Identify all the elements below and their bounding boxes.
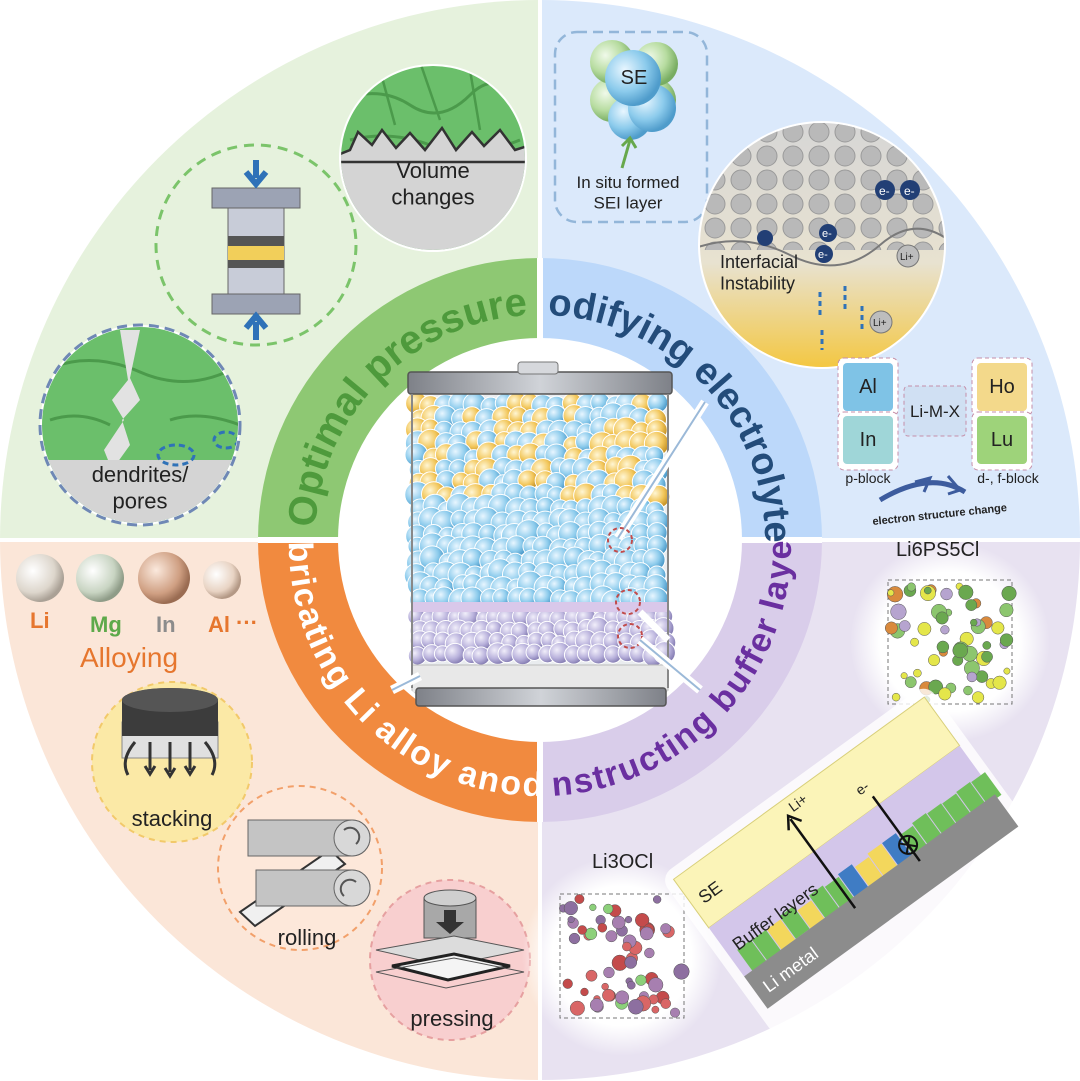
rolling-figure: rolling [217, 785, 383, 951]
li-ion-label-2: Li+ [873, 318, 887, 329]
al-label: Al [208, 612, 230, 637]
press-fixture [154, 143, 358, 347]
pressing-label: pressing [410, 1006, 493, 1031]
buffer-layer-figure: SE Buffer layers Li metal Li+ e- [665, 688, 1039, 1034]
stacking-figure: stacking [91, 681, 253, 843]
fabricating-alloy-illustrations: Li Mg In Al ··· Alloying stacking ro [16, 552, 531, 1041]
pblock-label: p-block [845, 470, 891, 486]
li-ion-label: Li+ [900, 252, 914, 263]
ho-tile: Ho [989, 376, 1015, 398]
constructing-buffer-illustrations: Li6PS5Cl Li3OCl SE Buffer layers Li meta… [522, 539, 1050, 1056]
electron-label-4: e- [818, 249, 828, 261]
in-tile: In [860, 429, 877, 451]
mg-label: Mg [90, 612, 122, 637]
battery-top-cap [407, 371, 673, 395]
dendrites-pores-label: dendrites/pores [92, 462, 190, 513]
in-label: In [156, 612, 176, 637]
stacking-label: stacking [132, 806, 213, 831]
li3ocl-crystal-figure: Li3OCl [522, 851, 722, 1056]
center-battery [338, 338, 742, 742]
dots-label: ··· [236, 610, 258, 635]
battery-bottom-cap [415, 687, 667, 707]
li3ocl-label: Li3OCl [592, 851, 653, 873]
mg-ball [76, 554, 124, 602]
electrolyte-particles [403, 391, 677, 667]
pressing-figure: pressing [369, 879, 531, 1041]
lu-tile: Lu [991, 429, 1013, 451]
li-label: Li [30, 608, 50, 633]
dfblock-label: d-, f-block [977, 470, 1039, 486]
lipscl-label: Li6PS5Cl [896, 539, 979, 561]
rolling-label: rolling [278, 925, 337, 950]
alloying-label: Alloying [80, 642, 178, 673]
li-ball [16, 554, 64, 602]
al-ball [203, 561, 241, 599]
al-tile: Al [859, 376, 877, 398]
dendrites-pores-figure: dendrites/pores [38, 323, 242, 527]
in-ball [138, 552, 190, 604]
lipscl-crystal-figure: Li6PS5Cl [850, 539, 1050, 742]
electron-label-2: e- [904, 184, 915, 198]
electron-label-3: e- [822, 228, 832, 240]
element-tiles-figure: Al In Li-M-X Ho Lu p-block d-, f-block e… [837, 357, 1040, 528]
electron-label: e- [879, 184, 890, 198]
se-label: SE [621, 67, 648, 89]
limx-tile: Li-M-X [910, 402, 960, 421]
